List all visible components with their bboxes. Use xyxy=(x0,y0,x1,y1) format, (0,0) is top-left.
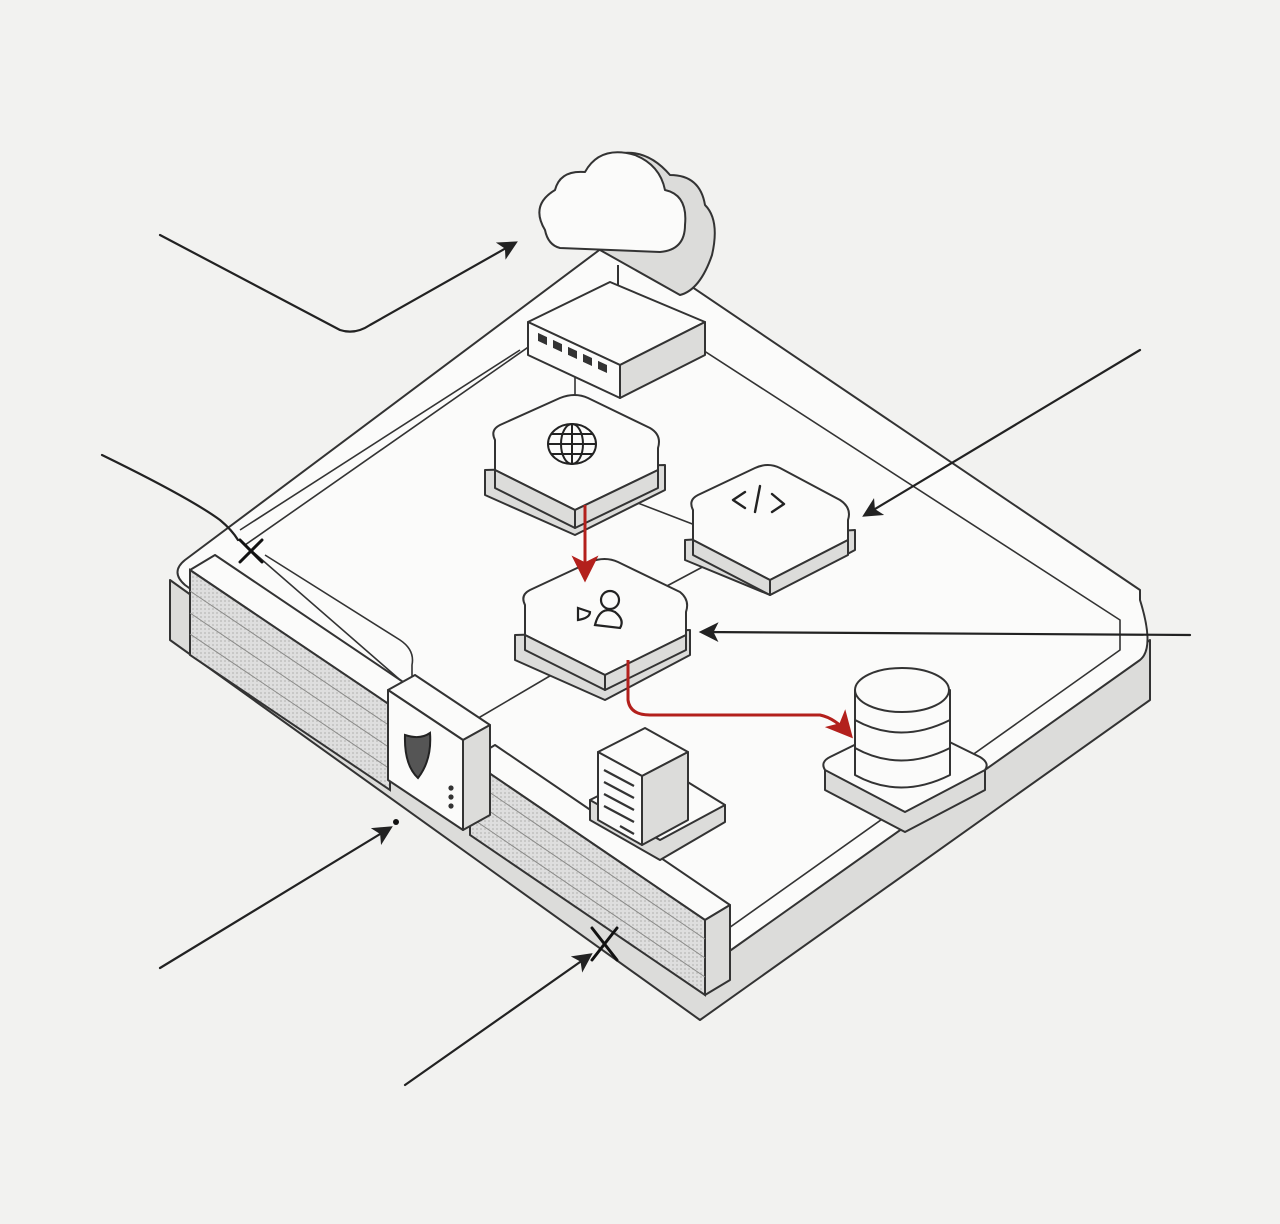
code-node[interactable] xyxy=(684,464,856,596)
firewall-wall-left xyxy=(189,554,416,792)
web-node[interactable] xyxy=(484,394,666,536)
code-icon xyxy=(731,484,786,514)
database-node[interactable] xyxy=(822,667,988,833)
globe-icon xyxy=(547,423,597,465)
user-icon xyxy=(576,589,623,630)
router-node[interactable] xyxy=(527,281,706,399)
database-icon xyxy=(854,667,951,789)
user-service-node[interactable] xyxy=(514,558,691,701)
cloud-node[interactable] xyxy=(538,151,716,318)
blocked-entry-marker xyxy=(238,538,264,564)
cloud-icon xyxy=(538,151,716,296)
firewall-wall-right xyxy=(469,744,731,997)
firewall-gate[interactable] xyxy=(387,674,491,831)
router-icon xyxy=(538,332,607,374)
shield-icon xyxy=(403,731,432,780)
highlighted-flow xyxy=(571,505,853,739)
allowed-entry-point xyxy=(393,819,399,825)
external-arrows xyxy=(100,233,1192,1087)
server-node[interactable] xyxy=(589,727,726,861)
blocked-entry-marker xyxy=(590,926,619,962)
server-icon xyxy=(597,727,689,846)
